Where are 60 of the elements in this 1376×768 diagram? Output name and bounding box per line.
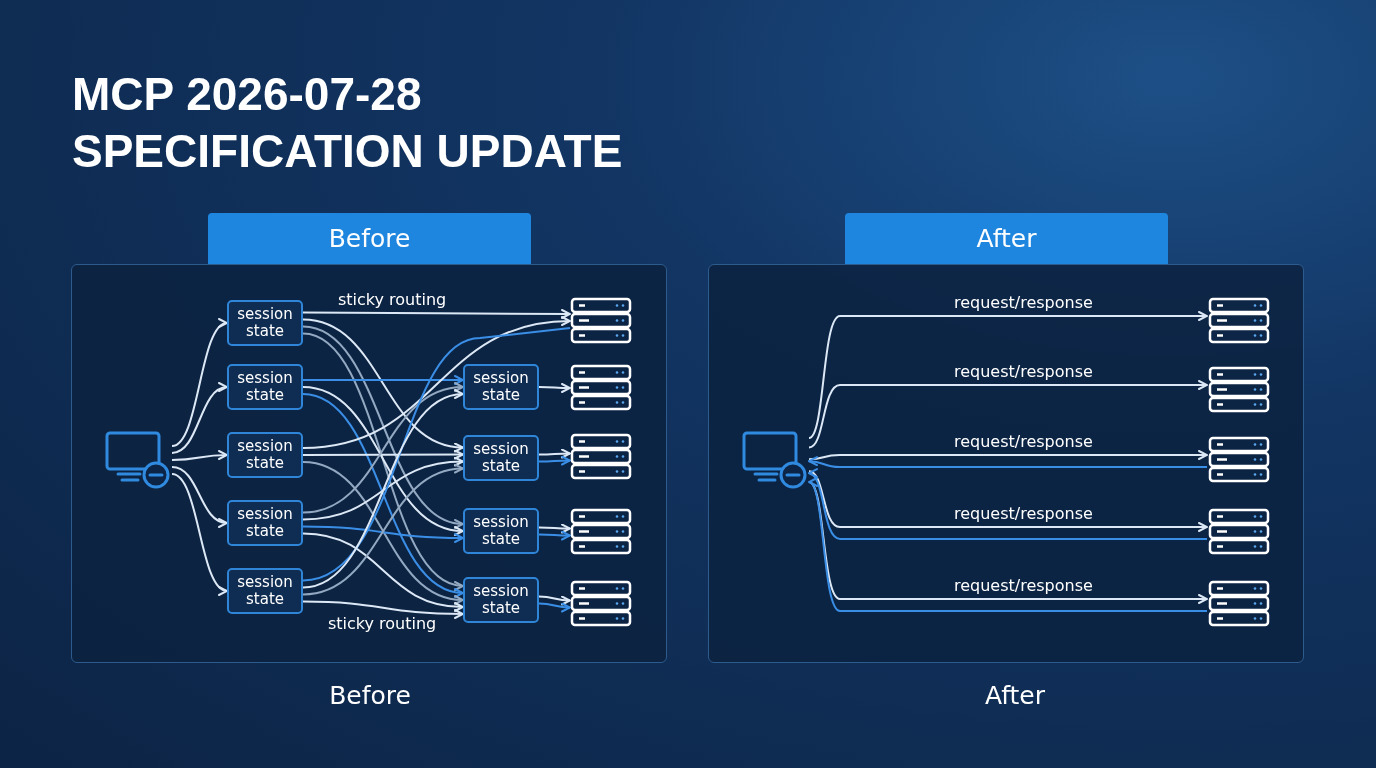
arrow [302, 309, 571, 319]
arrow [302, 457, 464, 521]
panel-caption: Before [328, 681, 412, 710]
session-state-box: session state [227, 500, 303, 546]
session-state-box: session state [463, 435, 539, 481]
server-icon [570, 580, 632, 628]
arrow [538, 382, 571, 393]
arrow [538, 455, 571, 466]
arrow [302, 316, 571, 449]
arrow [302, 383, 464, 514]
arrow [302, 386, 464, 535]
arrow [808, 450, 1208, 461]
server-icon [570, 508, 632, 556]
edge-label: request/response [954, 362, 1093, 381]
server-icon [570, 297, 632, 345]
server-icon [570, 433, 632, 481]
arrow [171, 450, 228, 461]
panel-tab: Before [208, 213, 531, 264]
session-state-box: session state [227, 432, 303, 478]
arrow [538, 530, 571, 541]
panel-tab: After [845, 213, 1168, 264]
arrow [538, 523, 571, 534]
arrow [302, 600, 464, 619]
arrow [171, 383, 228, 454]
arrow [171, 321, 228, 447]
session-state-box: session state [463, 577, 539, 623]
session-state-box: session state [463, 364, 539, 410]
server-icon [570, 364, 632, 412]
arrow [808, 311, 1208, 439]
server-icon [1207, 297, 1271, 345]
arrow [302, 449, 464, 460]
arrow [302, 325, 464, 528]
arrow [302, 525, 464, 543]
arrow [538, 602, 571, 613]
arrow [171, 466, 228, 527]
edge-label: request/response [954, 293, 1093, 312]
arrow [302, 375, 464, 385]
arrow [302, 332, 464, 589]
arrow [171, 473, 228, 594]
session-state-box: session state [227, 300, 303, 346]
session-state-box: session state [227, 568, 303, 614]
server-icon [1207, 436, 1271, 484]
panel-caption: After [983, 681, 1046, 710]
routing-label: sticky routing [338, 290, 447, 309]
arrow [808, 456, 1208, 468]
arrow [538, 595, 571, 606]
session-state-box: session state [227, 364, 303, 410]
routing-label: sticky routing [328, 614, 437, 633]
arrow [808, 380, 1208, 449]
arrow [302, 318, 464, 452]
monitor-icon [104, 430, 172, 490]
arrow [538, 448, 571, 459]
edge-label: request/response [954, 432, 1093, 451]
title: MCP 2026-07-28 SPECIFICATION UPDATE [72, 67, 624, 179]
monitor-icon [741, 430, 809, 490]
session-state-box: session state [463, 508, 539, 554]
server-icon [1207, 508, 1271, 556]
server-icon [1207, 366, 1271, 414]
server-icon [1207, 580, 1271, 628]
arrow [302, 532, 464, 612]
